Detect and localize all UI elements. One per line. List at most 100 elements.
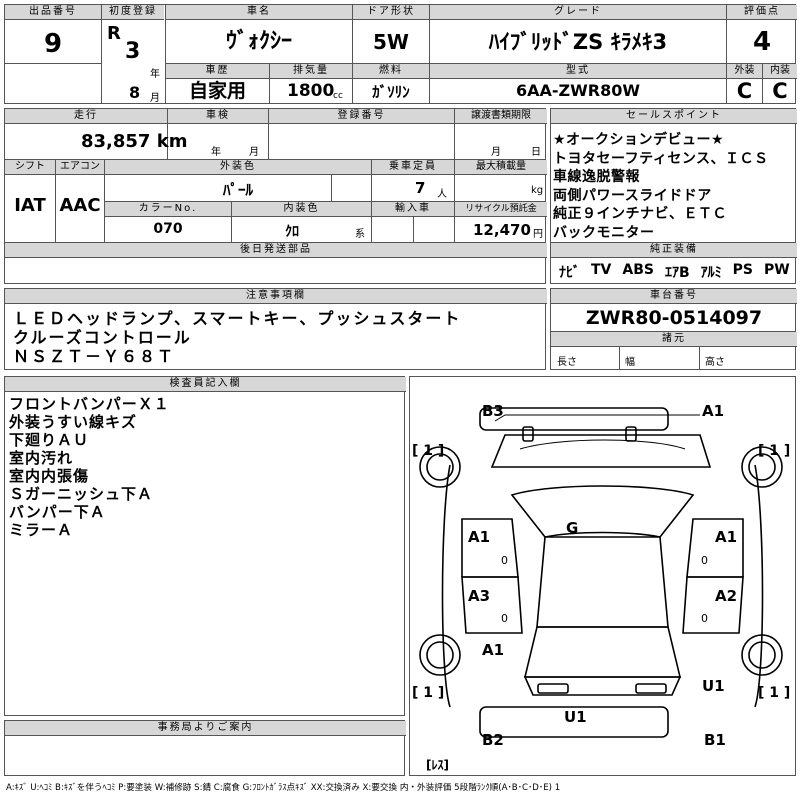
mark-g: G: [566, 519, 578, 537]
capacity: 7: [415, 179, 426, 197]
left-side-outline: [441, 464, 451, 708]
mark-u1-right: U1: [702, 677, 725, 695]
reg-month: 8: [129, 83, 141, 102]
spec-label: 諸元: [551, 332, 797, 347]
right-side-outline: [754, 464, 764, 708]
mark-a1-front: A1: [702, 402, 724, 420]
mark-a1-right-front: A1: [715, 528, 737, 546]
sales-point-list: ★オークションデビュー★ トヨタセーフティセンス、ＩＣＳ 車線逸脱警報 両側パワ…: [553, 131, 769, 242]
zero-mark: 0: [701, 554, 708, 567]
office-block: 事務局よりご案内: [4, 720, 406, 776]
int-grade-label: 内装: [763, 64, 797, 79]
fuel: ｶﾞｿﾘﾝ: [372, 83, 410, 101]
lot-number: 9: [43, 29, 63, 59]
legend: A:ｷｽﾞ U:ﾍｺﾐ B:ｷｽﾞを伴うﾍｺﾐ P:要塗装 W:補修跡 S:錆 …: [6, 783, 561, 793]
int-grade: C: [772, 79, 788, 103]
inspection-label: 車検: [168, 109, 268, 124]
reg-year: 3: [125, 39, 141, 64]
interior-color: ｸﾛ: [285, 224, 299, 240]
equipment-label: 純正装備: [551, 243, 797, 258]
equip-item: TV: [591, 262, 612, 278]
import-label: 輸入車: [372, 202, 454, 217]
year-unit: 年: [150, 69, 160, 80]
rear-left-door: [461, 576, 523, 634]
spec-height: 高さ: [705, 357, 725, 368]
note-line: ＬＥＤヘッドランプ、スマートキー、プッシュスタート: [13, 309, 462, 328]
note-line: ＮＳＺＴ－Ｙ６８Ｔ: [13, 347, 176, 366]
res-label: [ﾚｽ]: [426, 758, 449, 772]
sales-point-label: セールスポイント: [551, 109, 797, 124]
ext-grade-label: 外装: [727, 64, 762, 79]
model-label: 型式: [430, 64, 726, 79]
spec-length: 長さ: [557, 357, 577, 368]
sales-line: トヨタセーフティセンス、ＩＣＳ: [553, 150, 769, 167]
front-bumper-shape: [479, 407, 669, 431]
inspector-label: 検査員記入欄: [5, 377, 406, 392]
sales-line: 両側パワースライドドア: [553, 187, 712, 204]
office-label: 事務局よりご案内: [5, 721, 406, 736]
history-label: 車歴: [166, 64, 269, 79]
sales-line: バックモニター: [553, 224, 655, 241]
mileage: 83,857 km: [81, 131, 188, 152]
mark-b2: B2: [482, 731, 504, 749]
colorno: 070: [153, 221, 183, 237]
notes-block: 注意事項欄 ＬＥＤヘッドランプ、スマートキー、プッシュスタート クルーズコントロ…: [4, 288, 547, 370]
rear-right-door: [682, 576, 744, 634]
mark-u1-bottom: U1: [564, 708, 587, 726]
windshield-shape: [510, 485, 695, 538]
wheel-rear-right: [741, 634, 783, 676]
equip-item: ﾅﾋﾞ: [559, 265, 580, 281]
mileage-label: 走行: [5, 109, 167, 124]
color: ﾊﾟｰﾙ: [222, 181, 253, 199]
displacement: 1800: [287, 81, 335, 101]
wheel-front-right: [741, 446, 783, 488]
mark-b3: B3: [482, 402, 504, 420]
rear-bumper-shape: [479, 706, 669, 738]
capacity-label: 乗車定員: [372, 160, 454, 175]
zero-mark: 0: [501, 612, 508, 625]
insp-year-unit: 年: [211, 147, 221, 158]
chassis-label: 車台番号: [551, 289, 797, 304]
transfer-day-unit: 日: [531, 147, 541, 158]
inspector-list: フロントバンパーＸ１ 外装うすい線キズ 下廻りＡＵ 室内汚れ 室内内張傷 Ｓガー…: [9, 395, 170, 539]
mark-a2: A2: [715, 587, 737, 605]
car-diagram-block: B3 A1 G A1 A1 A3 A2 A1 U1 U1 B2 B1 [ 1 ]…: [409, 376, 796, 776]
inspector-line: Ｓガーニッシュ下Ａ: [9, 485, 154, 503]
bracket-one: [ 1 ]: [758, 443, 790, 459]
shift: IAT: [14, 195, 46, 216]
inspector-line: 下廻りＡＵ: [9, 431, 90, 449]
era: R: [107, 23, 121, 44]
ac: AAC: [59, 195, 101, 216]
score-label: 評価点: [727, 5, 797, 20]
spec-width: 幅: [625, 357, 635, 368]
mark-a1-left-front: A1: [468, 528, 490, 546]
equip-item: ｱﾙﾐ: [700, 265, 722, 281]
load-unit: kg: [531, 185, 544, 196]
inspector-line: 室内内張傷: [9, 467, 90, 485]
recycle-unit: 円: [533, 229, 543, 240]
transfer-month-unit: 月: [491, 147, 501, 158]
displacement-label: 排気量: [270, 64, 352, 79]
mark-a3: A3: [468, 587, 490, 605]
colorno-label: カラーNo.: [105, 202, 231, 217]
transfer-label: 譲渡書類期限: [455, 109, 547, 124]
month-unit: 月: [150, 93, 160, 104]
door-type: 5W: [373, 30, 409, 54]
recycle-fee: 12,470: [473, 221, 531, 239]
score: 4: [752, 27, 772, 57]
later-parts-label: 後日発送部品: [5, 243, 547, 258]
car-name: ｳﾞｫｸｼｰ: [225, 29, 292, 54]
insp-month-unit: 月: [249, 147, 259, 158]
color-label: 外装色: [105, 160, 371, 175]
notes-label: 注意事項欄: [5, 289, 547, 304]
grade-label: グレード: [430, 5, 726, 20]
zero-mark: 0: [501, 554, 508, 567]
notes-list: ＬＥＤヘッドランプ、スマートキー、プッシュスタート クルーズコントロール ＮＳＺ…: [13, 309, 461, 366]
mark-a1-left-rear: A1: [482, 641, 504, 659]
inspector-line: 室内汚れ: [9, 449, 74, 467]
capacity-unit: 人: [437, 189, 447, 200]
bracket-one: [ 1 ]: [758, 685, 790, 701]
interior-unit: 系: [355, 229, 365, 240]
tailgate: [523, 676, 682, 696]
inspector-line: フロントバンパーＸ１: [9, 395, 170, 413]
